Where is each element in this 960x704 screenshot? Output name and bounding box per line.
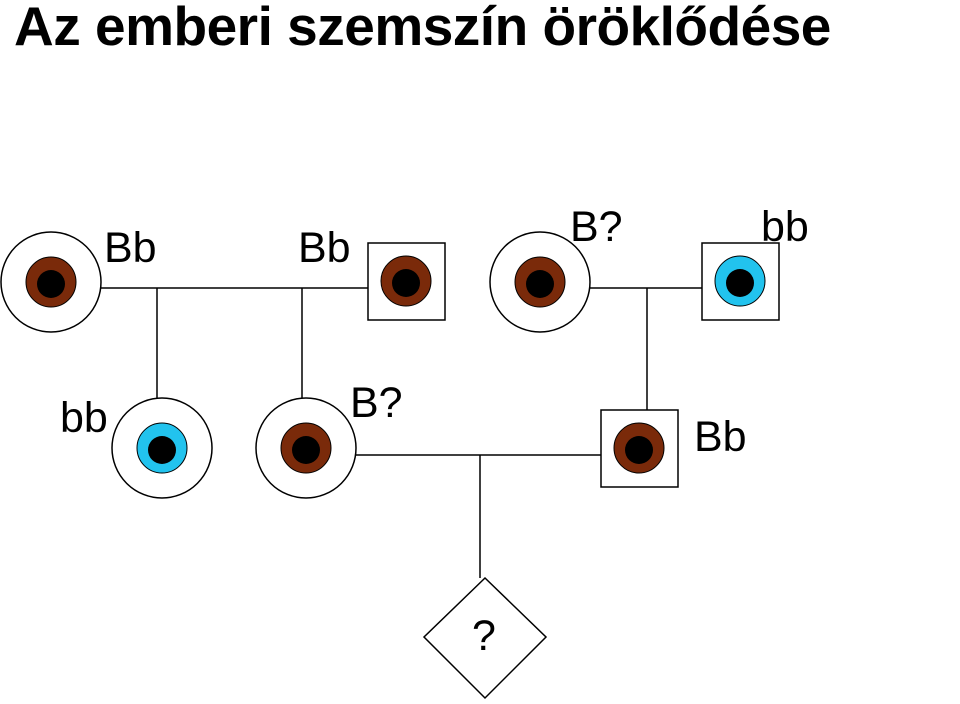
pupil bbox=[148, 436, 176, 464]
pupil bbox=[625, 436, 653, 464]
genotype-label: Bb bbox=[694, 413, 747, 461]
pupil bbox=[392, 269, 420, 297]
genotype-label: Bb bbox=[104, 224, 157, 272]
female-symbol bbox=[255, 397, 357, 499]
pupil bbox=[726, 269, 754, 297]
pupil bbox=[526, 270, 554, 298]
female-symbol bbox=[111, 397, 213, 499]
pedigree-lines bbox=[100, 287, 702, 578]
female-symbol bbox=[0, 231, 102, 333]
genotype-label: ? bbox=[472, 612, 496, 660]
pupil bbox=[37, 270, 65, 298]
male-symbol bbox=[701, 242, 780, 321]
male-symbol bbox=[600, 409, 679, 488]
unknown-sex-symbol bbox=[422, 576, 548, 700]
genotype-label: B? bbox=[570, 203, 623, 251]
genotype-label: Bb bbox=[298, 224, 351, 272]
male-symbol bbox=[367, 242, 446, 321]
diagram-title: Az emberi szemszín öröklődése bbox=[14, 0, 831, 57]
pupil bbox=[292, 436, 320, 464]
genotype-label: B? bbox=[350, 379, 403, 427]
genotype-label: bb bbox=[60, 394, 108, 442]
female-symbol bbox=[489, 231, 591, 333]
genotype-label: bb bbox=[761, 203, 809, 251]
